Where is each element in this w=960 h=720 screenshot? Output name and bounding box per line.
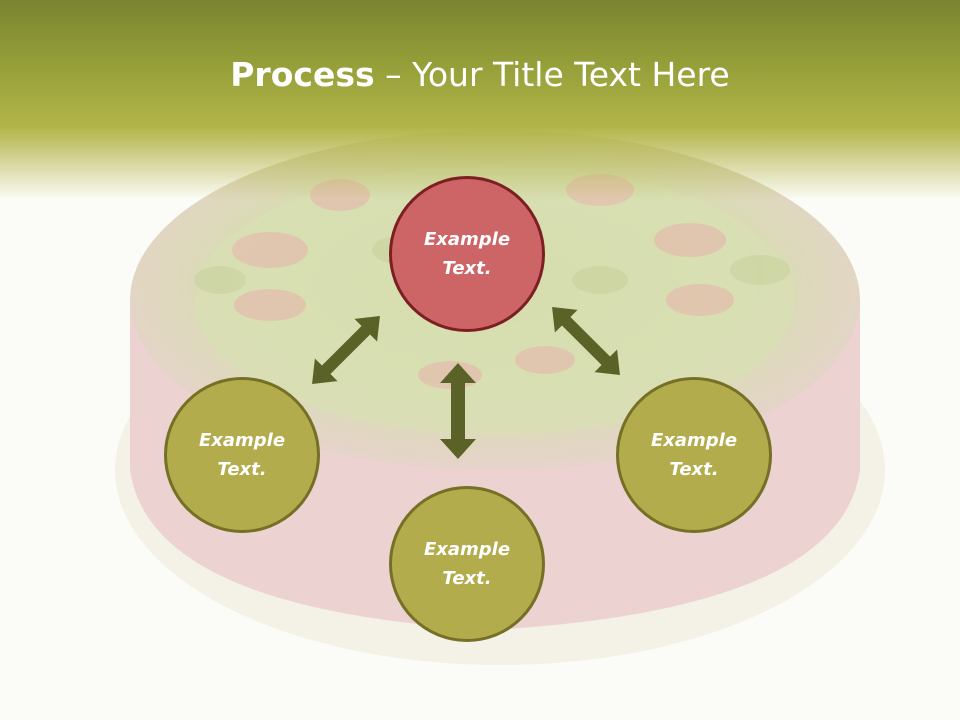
node-right-line2: Text. [669, 459, 719, 480]
process-node-top[interactable]: Example Text. [389, 176, 545, 332]
node-bottom-line1: Example [423, 539, 511, 560]
title-bold: Process [230, 55, 375, 94]
double-arrow-down [440, 363, 476, 459]
node-bottom-line2: Text. [442, 568, 492, 589]
node-top-line1: Example [423, 229, 511, 250]
process-node-left[interactable]: Example Text. [164, 377, 320, 533]
title-rest: – Your Title Text Here [374, 55, 730, 94]
double-arrow-left [312, 316, 380, 384]
node-left-line1: Example [198, 430, 286, 451]
process-node-bottom[interactable]: Example Text. [389, 486, 545, 642]
node-top-line2: Text. [442, 258, 492, 279]
slide-title: Process – Your Title Text Here [0, 50, 960, 100]
node-right-line1: Example [650, 430, 738, 451]
node-left-line2: Text. [217, 459, 267, 480]
process-node-right[interactable]: Example Text. [616, 377, 772, 533]
header-band [0, 0, 960, 200]
double-arrow-right [552, 307, 620, 375]
